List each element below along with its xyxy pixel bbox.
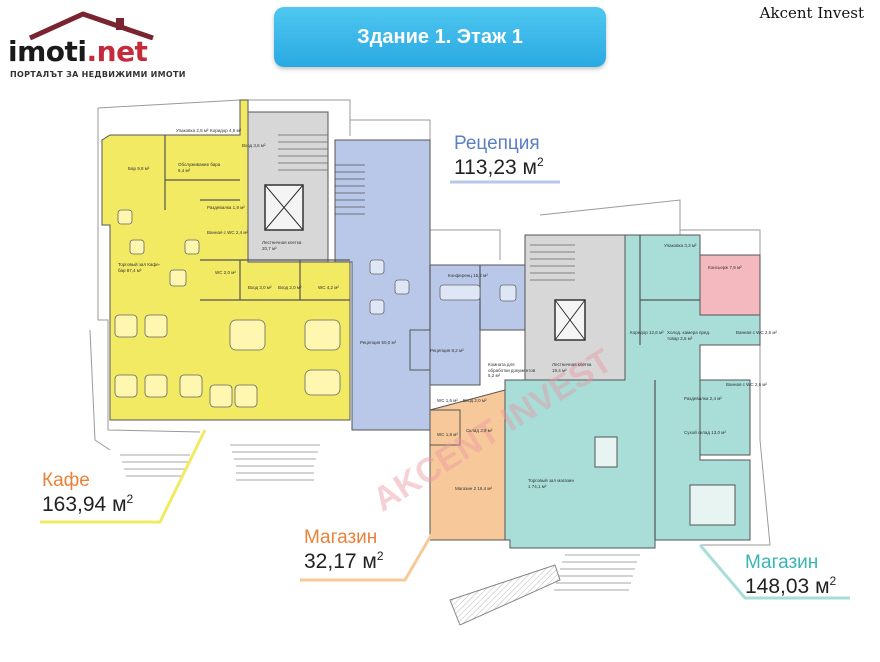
reception-area: 113,23 м: [454, 156, 537, 179]
cafe-leader: [40, 429, 207, 524]
room-label: Коридор 12,6 м²: [630, 330, 664, 335]
room-label: Ванная с WC 2,6 м²: [726, 382, 768, 387]
shop-large-area-unit: 2: [829, 574, 837, 588]
logo-tagline: ПОРТАЛЪТ ЗА НЕДВИЖИМИ ИМОТИ: [10, 70, 186, 79]
reception-name: Рецепция: [454, 133, 540, 154]
shop-large-label: Магазин 148,03 м2: [745, 552, 836, 599]
room-label: Комната для обработки документов 5,2 м²: [488, 362, 536, 378]
cafe-label: Кафе 163,94 м2: [42, 470, 133, 517]
shop-small-area: 32,17 м: [304, 550, 377, 573]
room-label: WC 4,2 м²: [318, 285, 339, 290]
entrance-steps: [120, 444, 640, 591]
room-label: Ванная с WC 2,4 м²: [207, 230, 249, 235]
cafe-furniture: [114, 209, 341, 408]
room-label: Ванная с WC 2,6 м²: [736, 330, 778, 335]
ramp: [449, 564, 561, 626]
room-label: Вход 3,0 м²: [248, 285, 272, 290]
room-label: Раздевалка 2,4 м²: [684, 396, 722, 401]
shop-small-leader: [300, 519, 442, 582]
room-label: Конференц 15,2 м²: [448, 273, 488, 278]
floor-title: Здание 1. Этаж 1: [274, 7, 606, 67]
room-label: Лестничная клетка 20,7 м²: [262, 240, 302, 251]
room-label: Рецепция 50,0 м²: [360, 340, 397, 345]
shop-small-area-unit: 2: [376, 549, 384, 563]
room-label: WC 1,8 м²: [437, 432, 458, 437]
shop-small-label: Магазин 32,17 м2: [304, 527, 384, 574]
room-label: Раздевалка 1,9 м²: [207, 205, 245, 210]
concierge-room: [699, 254, 761, 316]
shop-large-zone: [504, 234, 761, 549]
room-label: Консьерж 7,9 м²: [708, 265, 742, 270]
reception-label: Рецепция 113,23 м2: [454, 133, 544, 180]
site-outline: [89, 99, 771, 546]
cafe-area-unit: 2: [126, 492, 134, 506]
room-label: Вход 2,0 м²: [278, 285, 302, 290]
room-label: Обслуживание бара 6,4 м²: [178, 162, 221, 173]
logo-roof-icon: [28, 11, 154, 40]
room-label: Вход 3,6 м²: [242, 143, 266, 148]
logo[interactable]: imoti.net: [8, 35, 148, 68]
room-label: WC 2,0 м²: [215, 270, 236, 275]
room-label: Лестничная клетка 19,4 м²: [552, 362, 592, 373]
shop-large-name: Магазин: [745, 552, 819, 573]
agency-name: Akcent Invest: [759, 4, 864, 22]
reception-area-unit: 2: [536, 155, 544, 169]
room-label: Упаковка 3,3 м²: [664, 243, 697, 248]
floor-title-text: Здание 1. Этаж 1: [357, 25, 523, 48]
room-label: Торговый зал Кафе-бар 87,4 м²: [118, 262, 161, 273]
room-label: Холод. камера пред. товар 3,6 м²: [667, 330, 711, 341]
room-label: Коридор 4,5 м²: [210, 128, 242, 133]
room-label: Склад 3,9 м²: [466, 428, 493, 433]
room-label: Магазин 2 16,4 м²: [455, 486, 492, 491]
room-label: Рецепция 8,2 м²: [430, 348, 464, 353]
room-label: Упаковка 2,8 м²: [176, 128, 209, 133]
shop-large-area: 148,03 м: [745, 575, 830, 598]
cafe-area: 163,94 м: [42, 493, 127, 516]
room-label: Бар 9,8 м²: [128, 166, 150, 171]
shop-large-leader: [698, 544, 850, 600]
shop-small-name: Магазин: [304, 527, 378, 548]
logo-tld: .net: [86, 35, 148, 68]
room-label: Сухой склад 13,0 м²: [684, 430, 726, 435]
room-label: Вход 2,0 м²: [463, 398, 487, 403]
logo-name: imoti: [8, 35, 87, 68]
room-label: WC 1,6 м²: [437, 398, 458, 403]
room-label: Торговый зал магазин 1 74,1 м²: [528, 478, 574, 489]
cafe-name: Кафе: [42, 470, 90, 491]
